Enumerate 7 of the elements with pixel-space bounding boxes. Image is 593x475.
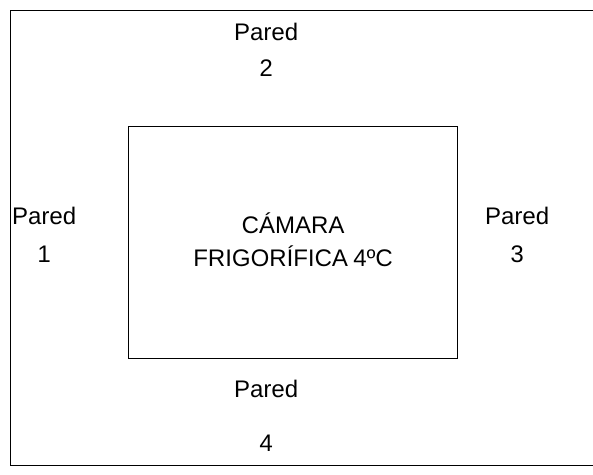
wall-label: Pared 1: [12, 202, 76, 270]
room-title: CÁMARA FRIGORÍFICA 4ºC: [193, 211, 393, 274]
wall-label: Pared 2: [234, 18, 298, 84]
wall-label: Pared 4: [234, 375, 298, 459]
cold-room-box: [128, 126, 458, 359]
outer-frame: [10, 10, 593, 466]
wall-label: Pared 3: [485, 202, 550, 270]
